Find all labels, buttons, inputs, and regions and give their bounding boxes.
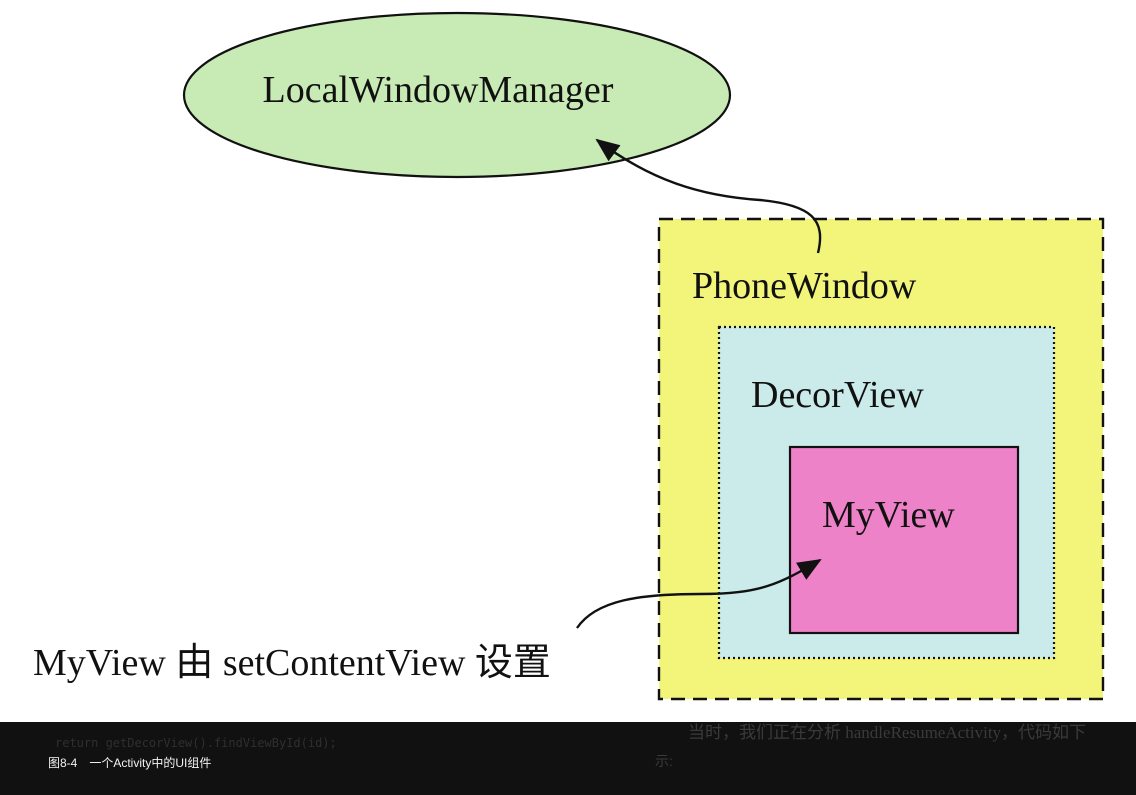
figure-caption: 图8-4 一个Activity中的UI组件 — [48, 756, 212, 770]
code-line: return getDecorView().findViewById(id); — [55, 736, 337, 750]
phone-window-to-manager-arrow — [595, 138, 822, 254]
activity-ui-diagram: LocalWindowManager PhoneWindow DecorView… — [33, 11, 1105, 701]
body-text-line-2: 示: — [655, 753, 673, 769]
my-view-node: MyView — [788, 445, 1020, 635]
annotation-to-myview-arrow — [576, 558, 822, 629]
my-view-label: MyView — [822, 494, 955, 536]
phone-window-label: PhoneWindow — [692, 265, 917, 307]
body-text-line-1: 当时，我们正在分析 handleResumeActivity，代码如下 — [688, 723, 1087, 742]
annotation-label: MyView 由 setContentView 设置 — [33, 642, 551, 684]
decor-view-label: DecorView — [751, 374, 924, 416]
local-window-manager-node: LocalWindowManager — [182, 11, 732, 179]
local-window-manager-label: LocalWindowManager — [263, 69, 614, 111]
page-footer: return getDecorView().findViewById(id); … — [0, 722, 1136, 795]
